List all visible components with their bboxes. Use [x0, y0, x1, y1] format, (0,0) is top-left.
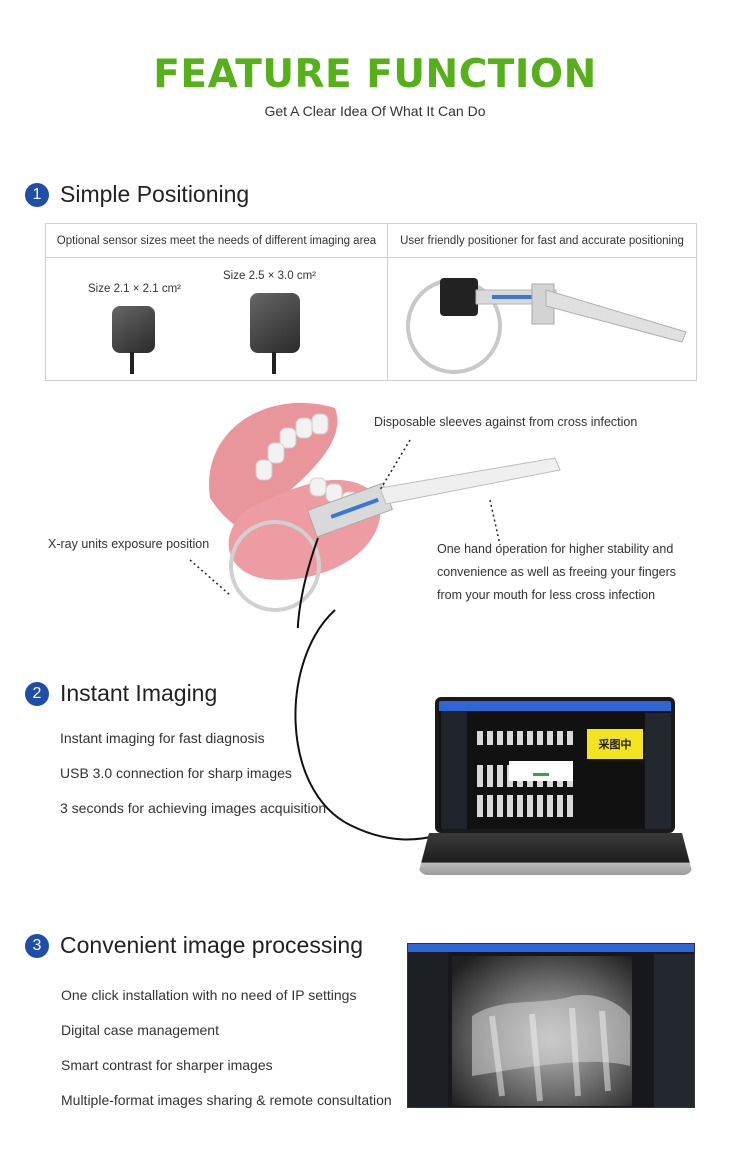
section-simple-positioning-heading: 1 Simple Positioning [25, 181, 249, 208]
page-title: FEATURE FUNCTION [153, 52, 597, 97]
laptop-keyboard-base [418, 833, 693, 875]
sensor-size-small-label: Size 2.1 × 2.1 cm² [88, 283, 181, 295]
software-title-bar [439, 701, 671, 711]
dental-chart-image [477, 731, 573, 817]
section-number-badge: 2 [25, 681, 49, 706]
section-title: Instant Imaging [60, 680, 218, 706]
usb-cable-line [294, 609, 441, 841]
callout-one-hand-line3: from your mouth for less cross infection [437, 588, 656, 602]
list-item: 3 seconds for achieving images acquisiti… [60, 800, 327, 816]
acquiring-badge: 采图中 [587, 729, 643, 759]
table-header-positioner: User friendly positioner for fast and ac… [388, 224, 696, 258]
section-instant-imaging-heading: 2 Instant Imaging [25, 680, 217, 707]
callout-one-hand-line1: One hand operation for higher stability … [437, 542, 674, 556]
list-item: One click installation with no need of I… [61, 987, 357, 1003]
sensor-small-cable [130, 352, 134, 374]
section-number-badge: 1 [25, 182, 49, 207]
section-title: Simple Positioning [60, 181, 250, 207]
list-item: USB 3.0 connection for sharp images [60, 765, 292, 781]
table-header-sensor-sizes: Optional sensor sizes meet the needs of … [46, 224, 387, 258]
software-sidebar [441, 711, 467, 829]
sensor-small-image [112, 306, 155, 353]
dental-xray-image [452, 956, 632, 1106]
page-subtitle: Get A Clear Idea Of What It Can Do [264, 103, 486, 119]
xray-software-window [407, 943, 695, 1108]
list-item: Smart contrast for sharper images [61, 1057, 273, 1073]
software-tool-panel [654, 954, 694, 1107]
laptop-screen: 采图中 [435, 697, 675, 833]
dental-model-image [209, 402, 561, 628]
section-title: Convenient image processing [60, 932, 364, 958]
list-item: Multiple-format images sharing & remote … [61, 1092, 392, 1108]
callout-exposure-position: X-ray units exposure position [48, 537, 210, 551]
software-sidebar [408, 952, 448, 1107]
callout-leader-lines [189, 439, 501, 596]
sensor-size-large-label: Size 2.5 × 3.0 cm² [223, 270, 316, 282]
feature-table: Optional sensor sizes meet the needs of … [45, 223, 697, 381]
list-item: Instant imaging for fast diagnosis [60, 730, 265, 746]
sensor-large-cable [272, 352, 276, 374]
list-item: Digital case management [61, 1022, 219, 1038]
section-image-processing-heading: 3 Convenient image processing [25, 932, 363, 959]
table-divider [387, 224, 388, 380]
callout-one-hand-line2: convenience as well as freeing your fing… [437, 565, 677, 579]
sensor-large-image [250, 293, 300, 353]
positioner-image [406, 278, 687, 374]
section-number-badge: 3 [25, 933, 49, 958]
software-right-panel [645, 713, 671, 829]
software-title-bar [408, 944, 694, 952]
callout-sleeves: Disposable sleeves against from cross in… [374, 415, 638, 429]
